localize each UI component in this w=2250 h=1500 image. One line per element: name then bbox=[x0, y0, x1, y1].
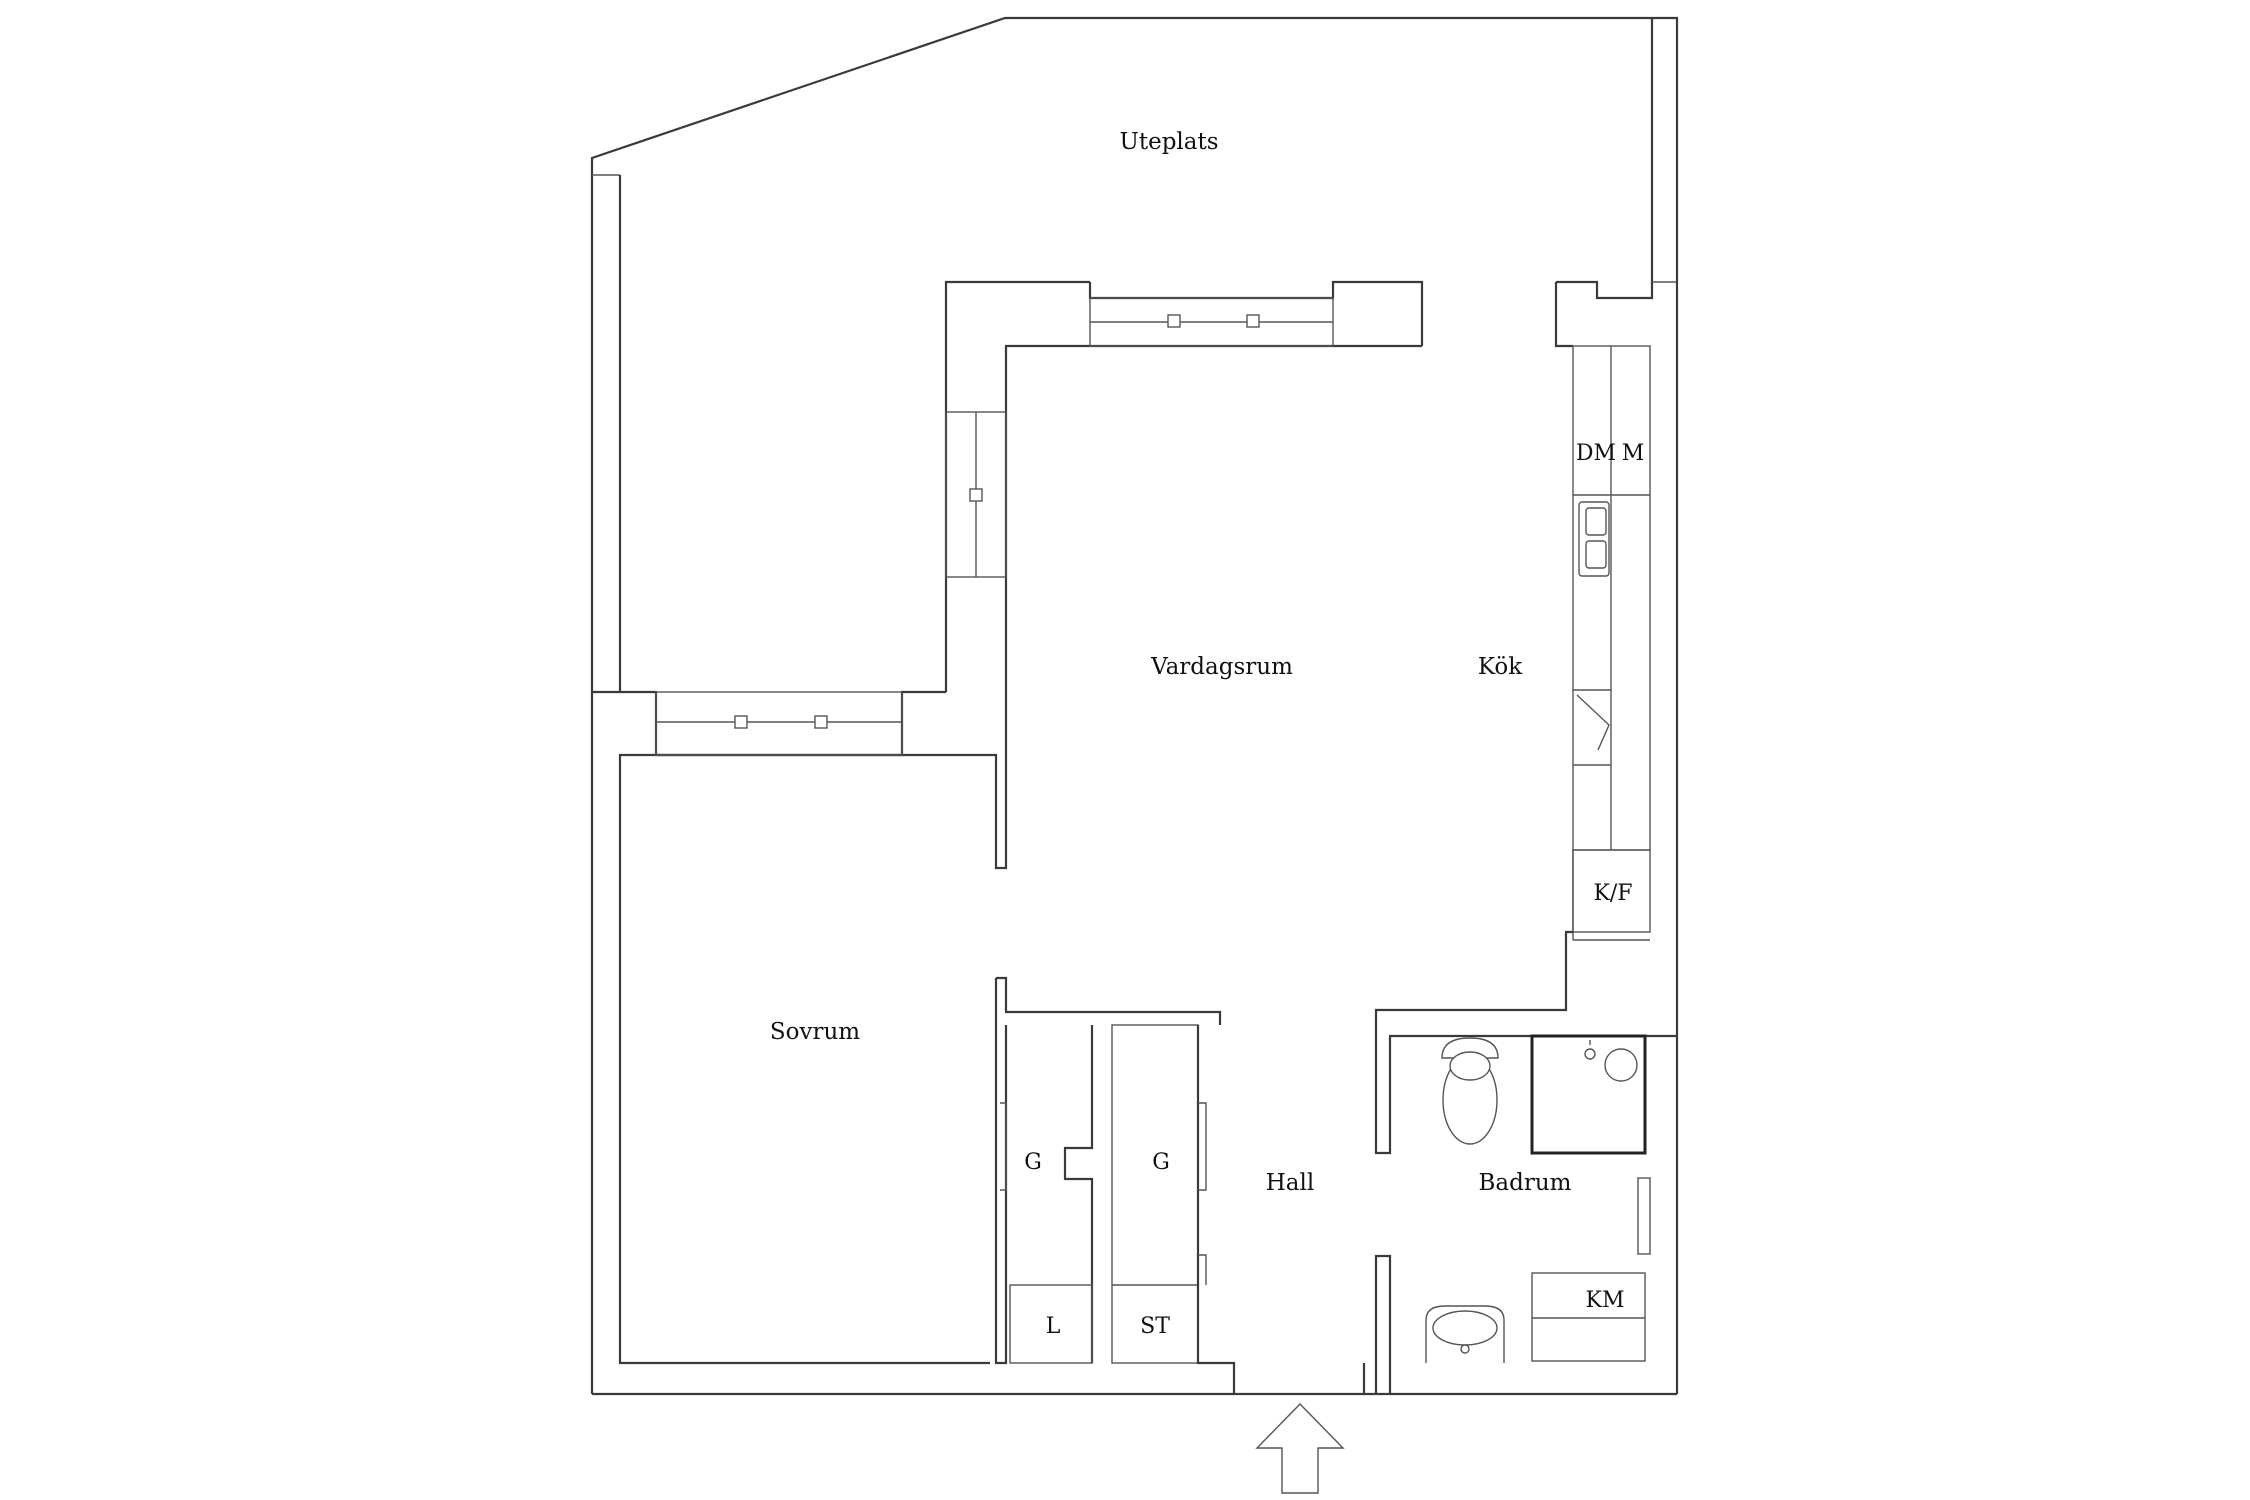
room-label-kok: Kök bbox=[1478, 654, 1523, 680]
label-microwave: M bbox=[1622, 441, 1645, 466]
kitchen-bath-wall bbox=[1374, 930, 1677, 1394]
bathroom-fixtures bbox=[1530, 1034, 1651, 1362]
label-wardrobe-2: G bbox=[1152, 1150, 1170, 1175]
room-label-hall: Hall bbox=[1266, 1170, 1314, 1196]
room-label-sovrum: Sovrum bbox=[770, 1019, 860, 1045]
stove-icon bbox=[1576, 694, 1610, 751]
hall-walls bbox=[994, 976, 1366, 1394]
label-dishwasher: DM bbox=[1576, 441, 1616, 466]
outer-walls bbox=[592, 280, 1679, 1396]
window-top bbox=[1089, 297, 1334, 347]
kitchen-counter bbox=[1572, 345, 1651, 941]
window-left bbox=[945, 411, 1007, 578]
label-washing-machine: KM bbox=[1586, 1288, 1625, 1313]
label-storage: ST bbox=[1140, 1314, 1170, 1339]
sink-icon bbox=[1425, 1305, 1505, 1363]
toilet-icon bbox=[1441, 1037, 1499, 1145]
label-wardrobe-1: G bbox=[1024, 1150, 1042, 1175]
terrace-outline bbox=[590, 16, 1679, 1394]
room-label-uteplats: Uteplats bbox=[1119, 129, 1218, 155]
kitchen-sink-icon bbox=[1578, 501, 1610, 577]
label-fridge-freezer: K/F bbox=[1593, 881, 1632, 906]
window-bedroom bbox=[655, 691, 903, 756]
label-linen: L bbox=[1046, 1314, 1061, 1339]
room-label-badrum: Badrum bbox=[1479, 1170, 1572, 1196]
room-label-vardagsrum: Vardagsrum bbox=[1150, 654, 1293, 680]
entrance-arrow-icon bbox=[1255, 1402, 1345, 1494]
